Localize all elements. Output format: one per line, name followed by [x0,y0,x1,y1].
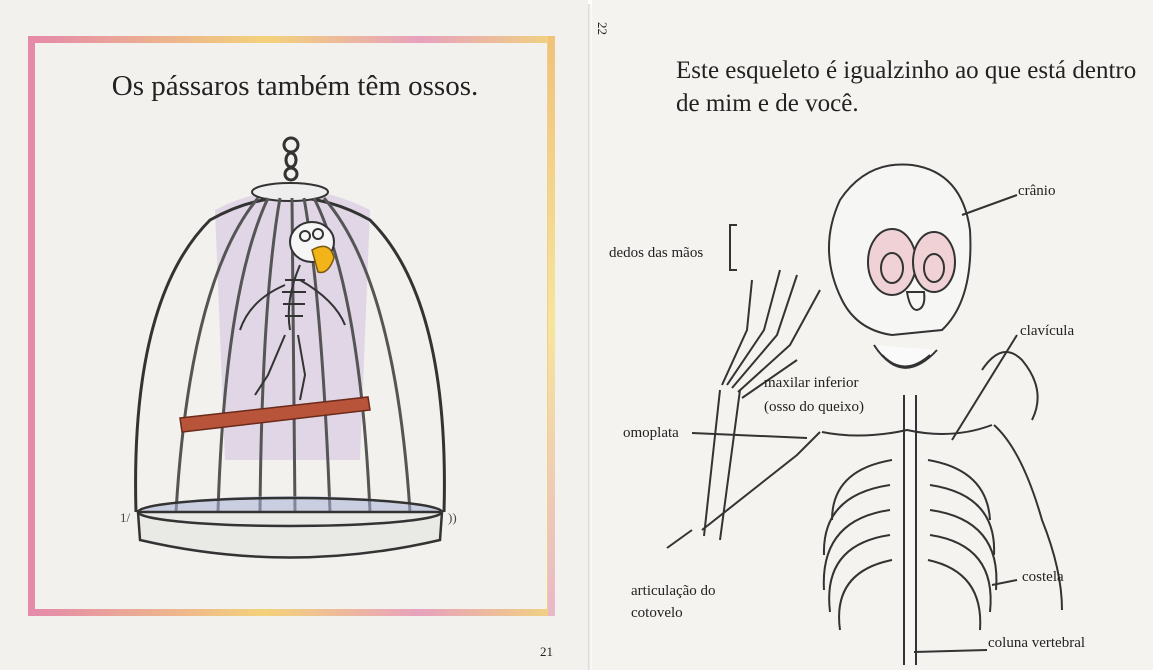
left-page: Os pássaros também têm ossos. [0,0,590,670]
bird-cage-illustration: 1/ )) [0,0,590,670]
svg-text:)): )) [448,510,457,525]
leader-clavicula [952,335,1017,440]
label-maxilar-inferior: maxilar inferior [764,374,859,393]
label-articulacao-line2: cotovelo [631,604,683,623]
leader-omoplata [692,433,807,438]
cage-hook [284,138,298,180]
page-number-21: 21 [540,644,553,660]
label-omoplata: omoplata [623,424,679,443]
label-coluna-vertebral: coluna vertebral [988,634,1085,653]
label-cranio: crânio [1018,182,1055,201]
leader-articulacao [667,530,692,548]
label-costela: costela [1022,568,1064,587]
leader-coluna [914,650,987,652]
left-upper-arm [702,432,820,530]
svg-text:1/: 1/ [120,510,131,525]
label-articulacao-line1: articulação do [631,582,716,601]
leader-cranio [962,195,1017,215]
label-osso-do-queixo: (osso do queixo) [764,398,864,417]
cage-base [138,512,442,558]
label-dedos-das-maos: dedos das mãos [609,244,703,263]
right-page: 22 Este esqueleto é igualzinho ao que es… [592,0,1153,670]
right-hand [982,352,1038,420]
bracket-dedos [730,225,737,270]
label-clavicula: clavícula [1020,322,1074,341]
